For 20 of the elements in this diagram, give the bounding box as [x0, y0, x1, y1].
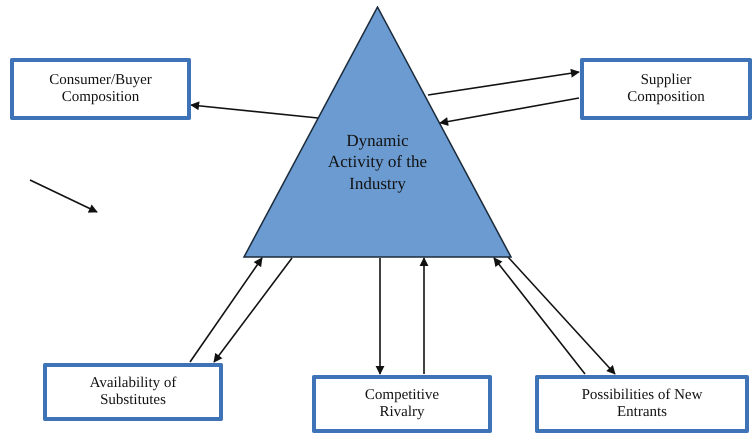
node-label: Competitive Rivalry	[364, 386, 440, 422]
node-label: Dynamic Activity of the Industry	[328, 130, 428, 194]
factor-box	[580, 58, 752, 120]
arrow	[428, 68, 580, 96]
node-label: Consumer/Buyer Composition	[48, 72, 153, 106]
arrow	[213, 258, 293, 363]
node-label: Availability of Substitutes	[88, 374, 178, 410]
factor-box	[10, 58, 191, 120]
arrow	[376, 258, 384, 375]
arrow	[507, 256, 616, 375]
node-label: Supplier Composition	[626, 72, 706, 106]
factor-box	[312, 375, 492, 433]
arrow	[420, 257, 428, 374]
arrow	[190, 101, 318, 119]
factor-box	[535, 375, 749, 433]
arrow	[439, 97, 580, 126]
arrow	[493, 257, 586, 374]
arrow	[189, 257, 263, 362]
node-label: Possibilities of New Entrants	[580, 386, 704, 422]
factor-box	[43, 363, 223, 421]
